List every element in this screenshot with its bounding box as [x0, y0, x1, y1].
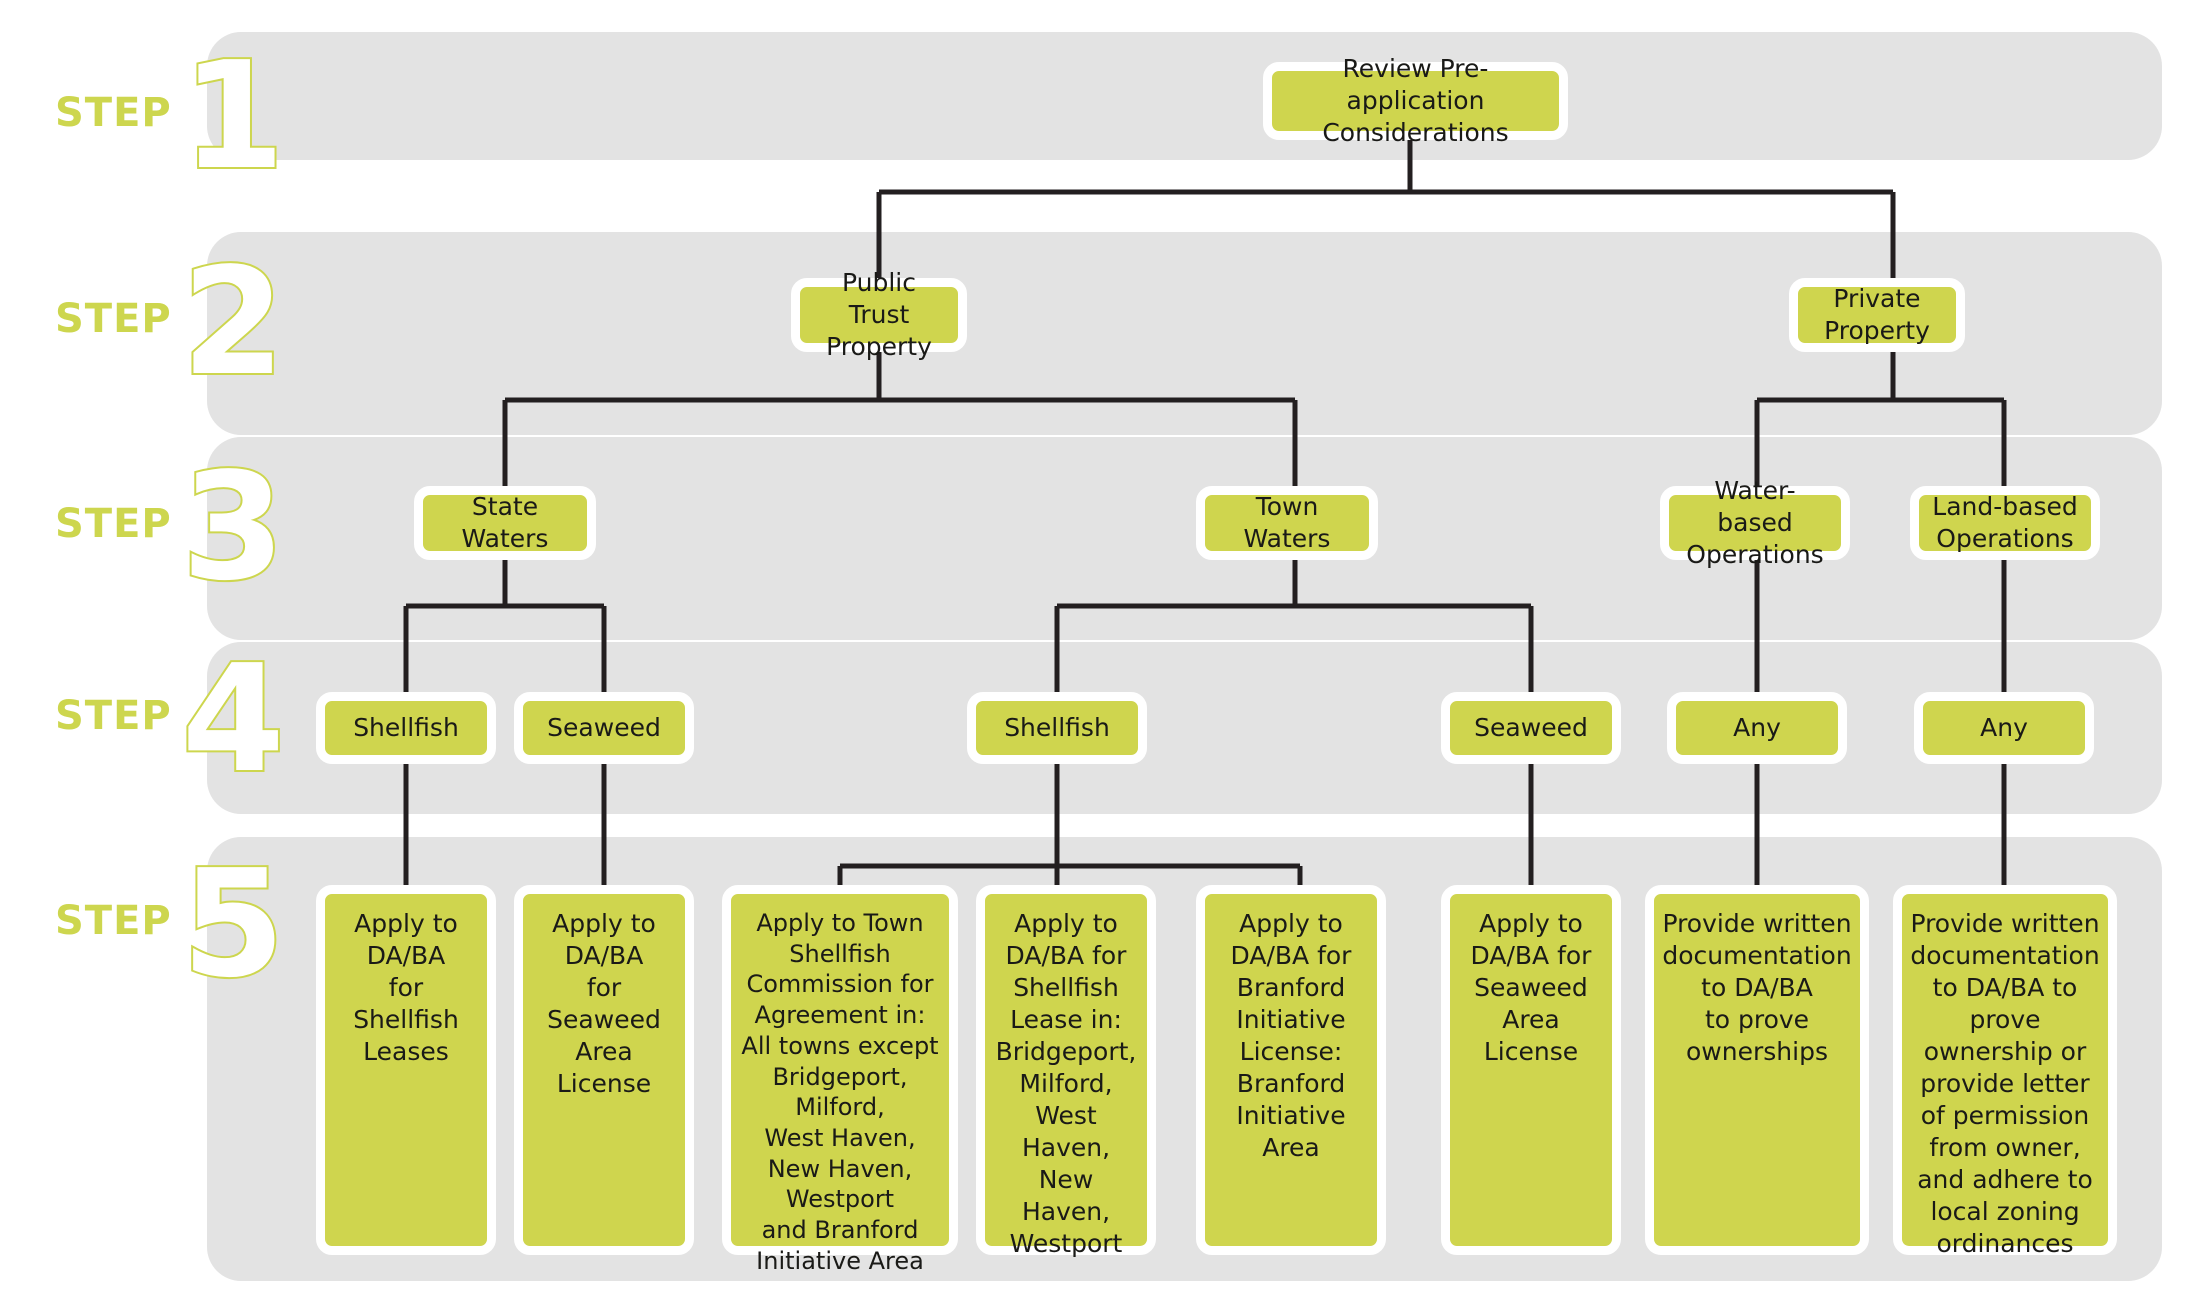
node-water-any[interactable]: Any [1667, 692, 1847, 764]
node-review-pre-application[interactable]: Review Pre-application Considerations [1263, 54, 1568, 147]
node-state-seaweed-license[interactable]: Apply to DA/BA for Seaweed Area License [514, 885, 694, 1255]
node-private-property[interactable]: Private Property [1789, 278, 1965, 352]
node-land-any[interactable]: Any [1914, 692, 2094, 764]
node-water-based-operations[interactable]: Water-based Operations [1660, 476, 1850, 569]
node-land-based-operations[interactable]: Land-based Operations [1910, 486, 2100, 560]
node-town-seaweed-license[interactable]: Apply to DA/BA for Seaweed Area License [1441, 885, 1621, 1255]
node-state-shellfish[interactable]: Shellfish [316, 692, 496, 764]
step-word: STEP [55, 897, 172, 944]
node-land-documentation[interactable]: Provide written documentation to DA/BA t… [1893, 885, 2117, 1258]
node-town-seaweed[interactable]: Seaweed [1441, 692, 1621, 764]
node-state-shellfish-lease[interactable]: Apply to DA/BA for Shellfish Leases [316, 885, 496, 1255]
step-word: STEP [55, 692, 172, 739]
node-public-trust-property[interactable]: Public Trust Property [791, 268, 967, 361]
node-town-shellfish-commission[interactable]: Apply to Town Shellfish Commission for A… [722, 885, 958, 1275]
step-word: STEP [55, 500, 172, 547]
node-town-shellfish-lease[interactable]: Apply to DA/BA for Shellfish Lease in: B… [976, 885, 1156, 1258]
step-band-4 [207, 642, 2162, 814]
step-word: STEP [55, 295, 172, 342]
step-word: STEP [55, 89, 172, 136]
node-town-waters[interactable]: Town Waters [1196, 486, 1378, 560]
node-town-shellfish[interactable]: Shellfish [967, 692, 1147, 764]
step-band-1 [207, 32, 2162, 160]
node-water-documentation[interactable]: Provide written documentation to DA/BA t… [1645, 885, 1869, 1255]
node-state-waters[interactable]: State Waters [414, 486, 596, 560]
node-state-seaweed[interactable]: Seaweed [514, 692, 694, 764]
node-branford-initiative-license[interactable]: Apply to DA/BA for Branford Initiative L… [1196, 885, 1386, 1255]
